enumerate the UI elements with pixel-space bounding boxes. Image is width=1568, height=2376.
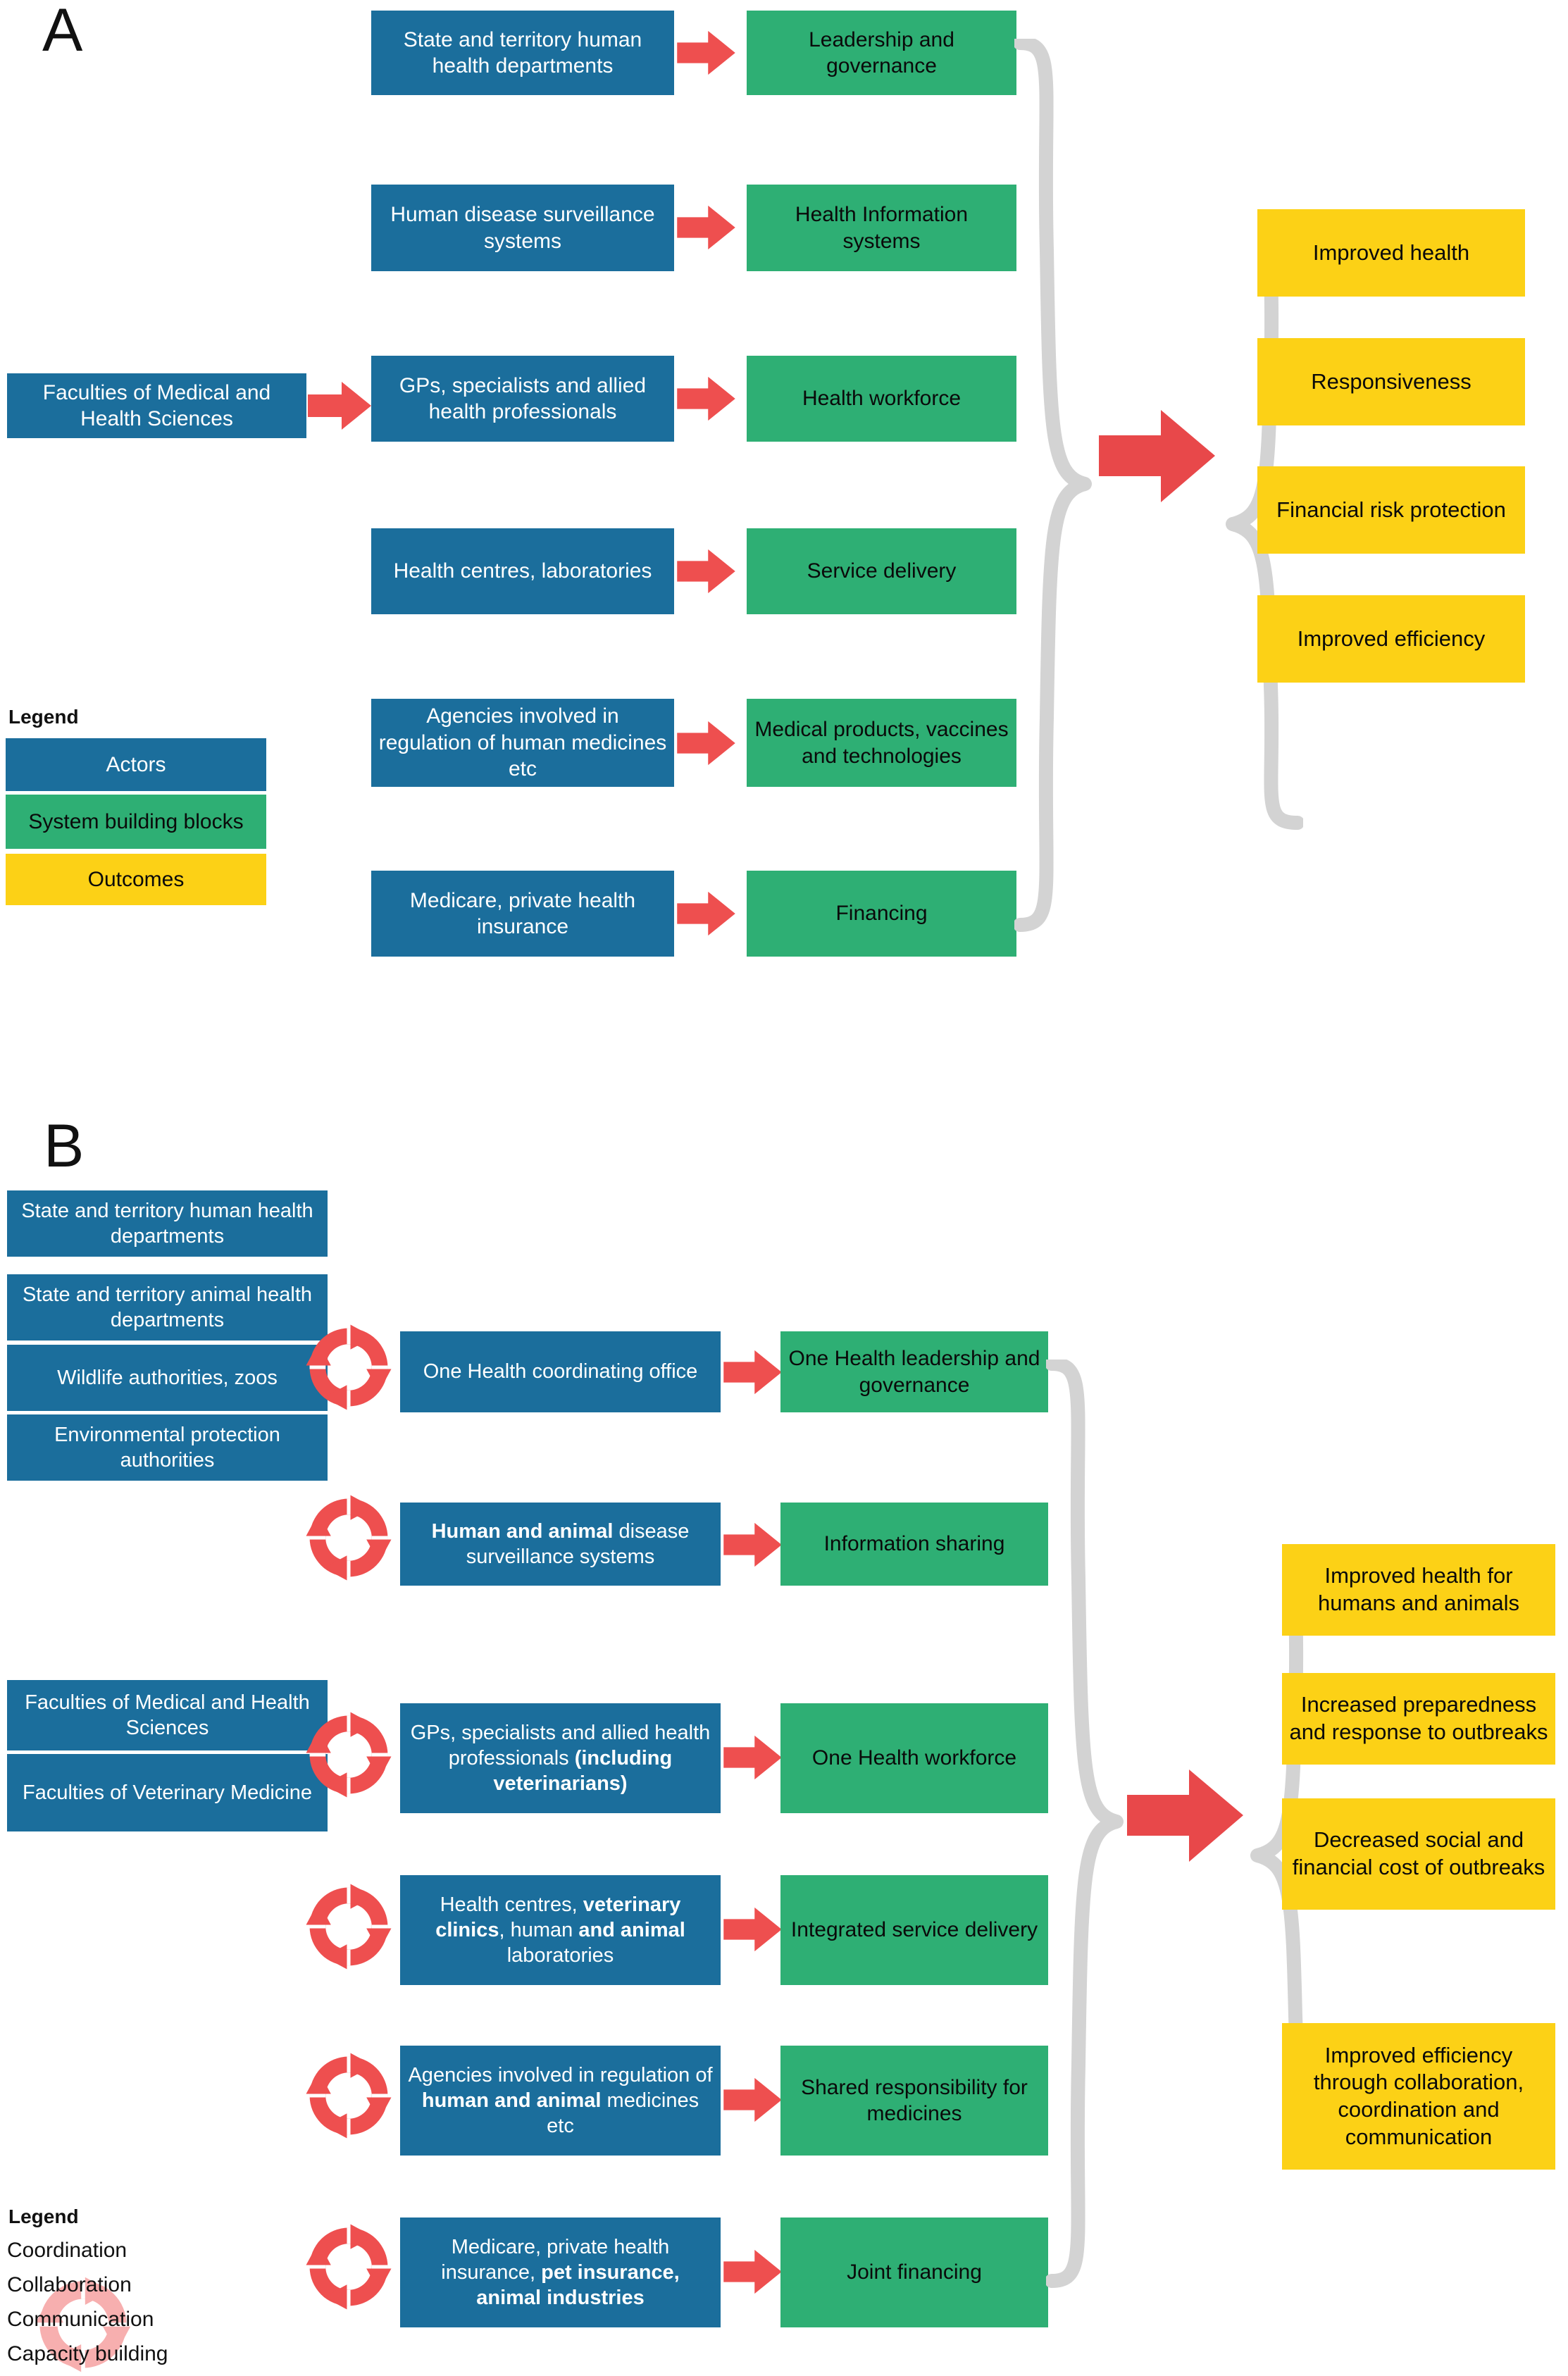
arrow-right-icon	[677, 376, 735, 421]
panel-b-left-actor-box-1: State and territory human health departm…	[7, 1190, 328, 1257]
panel-a-actor-box-5: Agencies involved in regulation of human…	[371, 699, 674, 787]
panel-a-outcome-box-2: Responsiveness	[1257, 338, 1525, 425]
panel-b-actor-text-2: Human and animal disease surveillance sy…	[431, 1519, 690, 1568]
panel-b-legend-item-4: Capacity building	[7, 2342, 168, 2365]
panel-b-left-actor-box-2: State and territory animal health depart…	[7, 1274, 328, 1341]
arrow-right-icon	[677, 205, 735, 250]
panel-b-outcome-box-4: Improved efficiency through collaboratio…	[1282, 2023, 1555, 2170]
panel-a-left-actor-box: Faculties of Medical and Health Sciences	[7, 373, 306, 438]
coordination-cycle-icon	[306, 2053, 392, 2139]
panel-b-block-box-6: Joint financing	[780, 2218, 1048, 2327]
coordination-cycle-icon	[306, 2224, 392, 2310]
panel-a-block-box-1: Leadership and governance	[747, 11, 1016, 95]
panel-b-outcome-box-2: Increased preparedness and response to o…	[1282, 1673, 1555, 1765]
coordination-cycle-icon	[306, 1884, 392, 1970]
coordination-cycle-icon	[306, 1495, 392, 1581]
panel-b-actor-box-6: Medicare, private health insurance, pet …	[400, 2218, 721, 2327]
panel-a-block-box-2: Health Information systems	[747, 185, 1016, 271]
panel-b-actor-text-4: Health centres, veterinary clinics, huma…	[435, 1893, 685, 1967]
arrow-right-icon	[723, 2249, 782, 2294]
arrow-right-icon	[308, 382, 371, 430]
panel-b-actor-box-3: GPs, specialists and allied health profe…	[400, 1703, 721, 1813]
panel-b-actor-box-1: One Health coordinating office	[400, 1331, 721, 1412]
panel-b-actor-box-4: Health centres, veterinary clinics, huma…	[400, 1875, 721, 1985]
panel-a-actor-box-2: Human disease surveillance systems	[371, 185, 674, 271]
panel-a-actor-box-4: Health centres, laboratories	[371, 528, 674, 614]
panel-b-block-box-4: Integrated service delivery	[780, 1875, 1048, 1985]
panel-b-legend-item-1: Coordination	[7, 2239, 127, 2262]
panel-b-letter: B	[44, 1112, 85, 1180]
panel-b-outcome-box-1: Improved health for humans and animals	[1282, 1544, 1555, 1636]
panel-a-block-box-6: Financing	[747, 871, 1016, 957]
panel-a-outcome-box-3: Financial risk protection	[1257, 466, 1525, 554]
panel-a-letter: A	[42, 0, 83, 64]
panel-b-actor-text-3: GPs, specialists and allied health profe…	[410, 1721, 711, 1796]
panel-a-block-box-3: Health workforce	[747, 356, 1016, 442]
panel-b-left-actor-box-3: Wildlife authorities, zoos	[7, 1345, 328, 1411]
arrow-right-icon	[723, 1907, 782, 1952]
panel-b-legend-title: Legend	[8, 2206, 79, 2227]
panel-b-actor-text-5: Agencies involved in regulation of human…	[408, 2063, 713, 2138]
panel-b-left-actor-box-5: Faculties of Medical and Health Sciences	[7, 1680, 328, 1750]
arrow-right-icon	[723, 1350, 782, 1395]
panel-a-outcome-box-4: Improved efficiency	[1257, 595, 1525, 683]
brace-right	[1014, 39, 1092, 932]
panel-a-actor-box-3: GPs, specialists and allied health profe…	[371, 356, 674, 442]
panel-b-actor-text-1: One Health coordinating office	[423, 1360, 698, 1383]
panel-a-legend-title: Legend	[8, 706, 79, 728]
arrow-right-icon	[677, 721, 735, 766]
panel-a-legend-swatch-actors: Actors	[6, 738, 266, 791]
panel-a-actor-box-6: Medicare, private health insurance	[371, 871, 674, 957]
panel-a-outcome-box-1: Improved health	[1257, 209, 1525, 297]
panel-a-block-box-4: Service delivery	[747, 528, 1016, 614]
panel-b-block-box-3: One Health workforce	[780, 1703, 1048, 1813]
panel-b-actor-box-5: Agencies involved in regulation of human…	[400, 2046, 721, 2156]
panel-a-legend-swatch-outcomes: Outcomes	[6, 854, 266, 905]
coordination-cycle-icon	[35, 2277, 131, 2372]
panel-b-actor-box-2: Human and animal disease surveillance sy…	[400, 1503, 721, 1586]
panel-b-block-box-2: Information sharing	[780, 1503, 1048, 1586]
panel-b-left-actor-box-6: Faculties of Veterinary Medicine	[7, 1754, 328, 1831]
panel-b-actor-text-6: Medicare, private health insurance, pet …	[441, 2235, 680, 2310]
panel-b-legend-item-3: Communication	[7, 2308, 154, 2331]
arrow-right-icon	[723, 1735, 782, 1780]
panel-b-left-actor-box-4: Environmental protection authorities	[7, 1414, 328, 1481]
arrow-right-icon	[723, 1522, 782, 1567]
arrow-right-icon	[677, 891, 735, 936]
arrow-right-large-icon	[1127, 1769, 1243, 1862]
panel-a-block-box-5: Medical products, vaccines and technolog…	[747, 699, 1016, 787]
panel-a-actor-box-1: State and territory human health departm…	[371, 11, 674, 95]
arrow-right-icon	[723, 2077, 782, 2122]
coordination-cycle-icon	[306, 1324, 392, 1410]
coordination-cycle-icon	[306, 1712, 392, 1798]
arrow-right-icon	[677, 30, 735, 75]
panel-b-block-box-5: Shared responsibility for medicines	[780, 2046, 1048, 2156]
panel-b-block-box-1: One Health leadership and governance	[780, 1331, 1048, 1412]
arrow-right-large-icon	[1099, 410, 1215, 502]
panel-a-legend-swatch-blocks: System building blocks	[6, 795, 266, 849]
panel-b-outcome-box-3: Decreased social and financial cost of o…	[1282, 1798, 1555, 1910]
brace-right	[1046, 1360, 1124, 2288]
panel-b-legend-item-2: Collaboration	[7, 2273, 132, 2296]
arrow-right-icon	[677, 549, 735, 594]
